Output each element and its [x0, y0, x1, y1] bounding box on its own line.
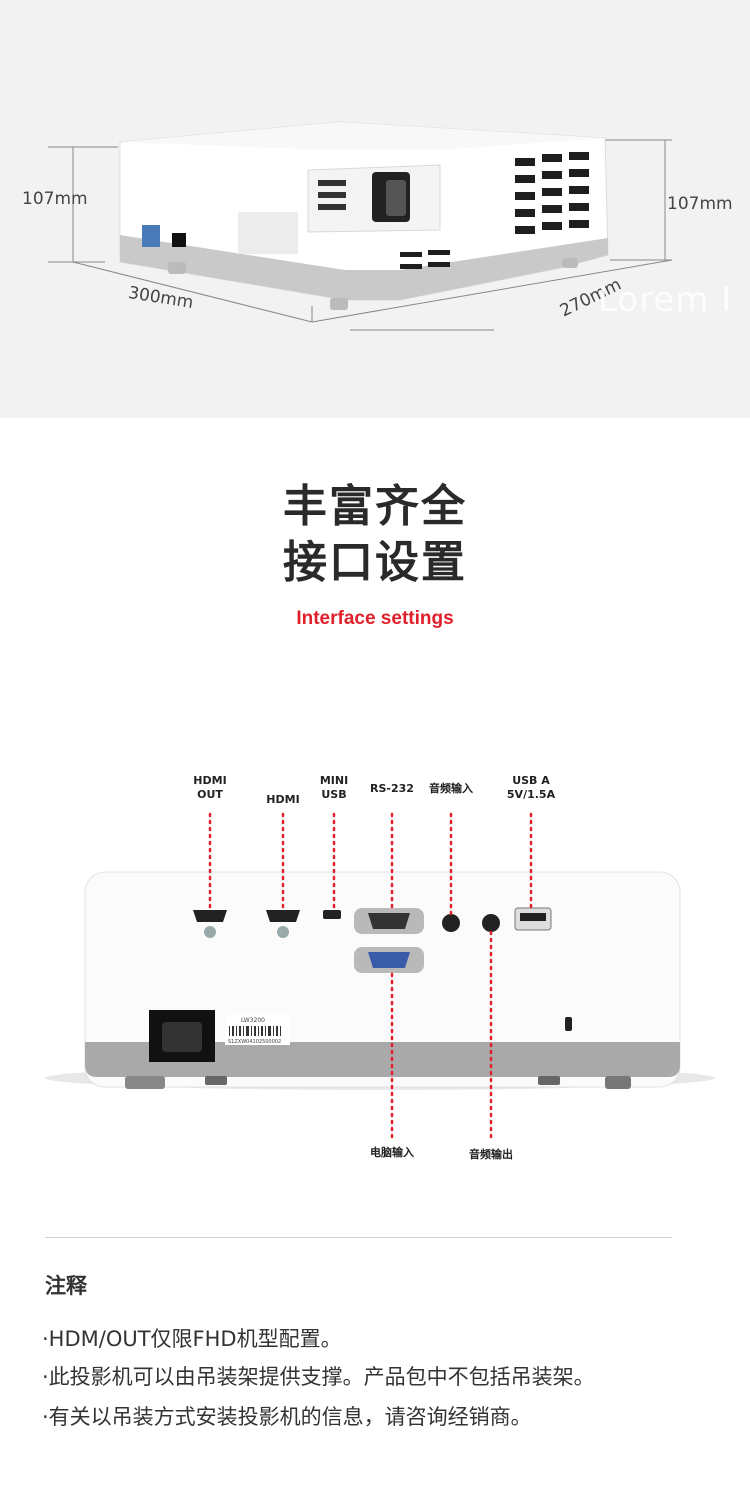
mini-usb-port — [323, 910, 341, 919]
hdmi-port — [266, 910, 300, 938]
kensington-lock — [565, 1017, 572, 1031]
notes-divider — [45, 1237, 672, 1238]
watermark-text: Lorem I — [598, 280, 733, 320]
notes-title: 注释 — [45, 1274, 87, 1298]
label-hdmi-out: HDMI OUT — [193, 774, 227, 801]
label-usb-a: USB A 5V/1.5A — [506, 774, 556, 801]
note-item: ·有关以吊装方式安装投影机的信息，请咨询经销商。 — [42, 1405, 532, 1429]
label-hdmi: HDMI — [266, 793, 300, 806]
note-item: ·此投影机可以由吊装架提供支撑。产品包中不包括吊装架。 — [42, 1365, 595, 1389]
power-socket — [149, 1010, 215, 1062]
audio-out-port — [482, 914, 500, 932]
note-item: ·HDM/OUT仅限FHD机型配置。 — [42, 1327, 342, 1351]
product-dimension-image: 107mm 107mm 300mm 270mm Lorem I — [0, 0, 750, 418]
rs232-port — [354, 908, 424, 934]
hdmi-out-port — [193, 910, 227, 938]
usb-a-port — [514, 907, 552, 931]
projector-dimension-illustration — [48, 121, 673, 331]
label-rs232: RS-232 — [370, 782, 414, 795]
projector-rear-illustration: LW3200 S1ZXW04102500002 — [45, 812, 715, 1144]
model-label: LW3200 — [241, 1017, 265, 1024]
section-title-line2: 接口设置 — [283, 537, 467, 588]
label-audio-out: 音频输出 — [469, 1148, 513, 1161]
label-mini-usb: MINI USB — [319, 774, 349, 801]
serial-label: S1ZXW04102500002 — [228, 1039, 281, 1045]
height-dimension-left: 107mm — [22, 189, 88, 209]
ports-diagram: LW3200 S1ZXW04102500002 HDMI OUT HDMI MI… — [0, 760, 750, 1180]
label-audio-in: 音频输入 — [429, 782, 473, 795]
vga-port — [354, 947, 424, 973]
barcode-label: LW3200 S1ZXW04102500002 — [225, 1015, 290, 1045]
audio-in-port — [442, 914, 460, 932]
section-subtitle: Interface settings — [296, 608, 454, 629]
label-vga-input: 电脑输入 — [370, 1146, 414, 1159]
section-title-line1: 丰富齐全 — [283, 481, 467, 532]
height-dimension-right: 107mm — [667, 194, 733, 214]
